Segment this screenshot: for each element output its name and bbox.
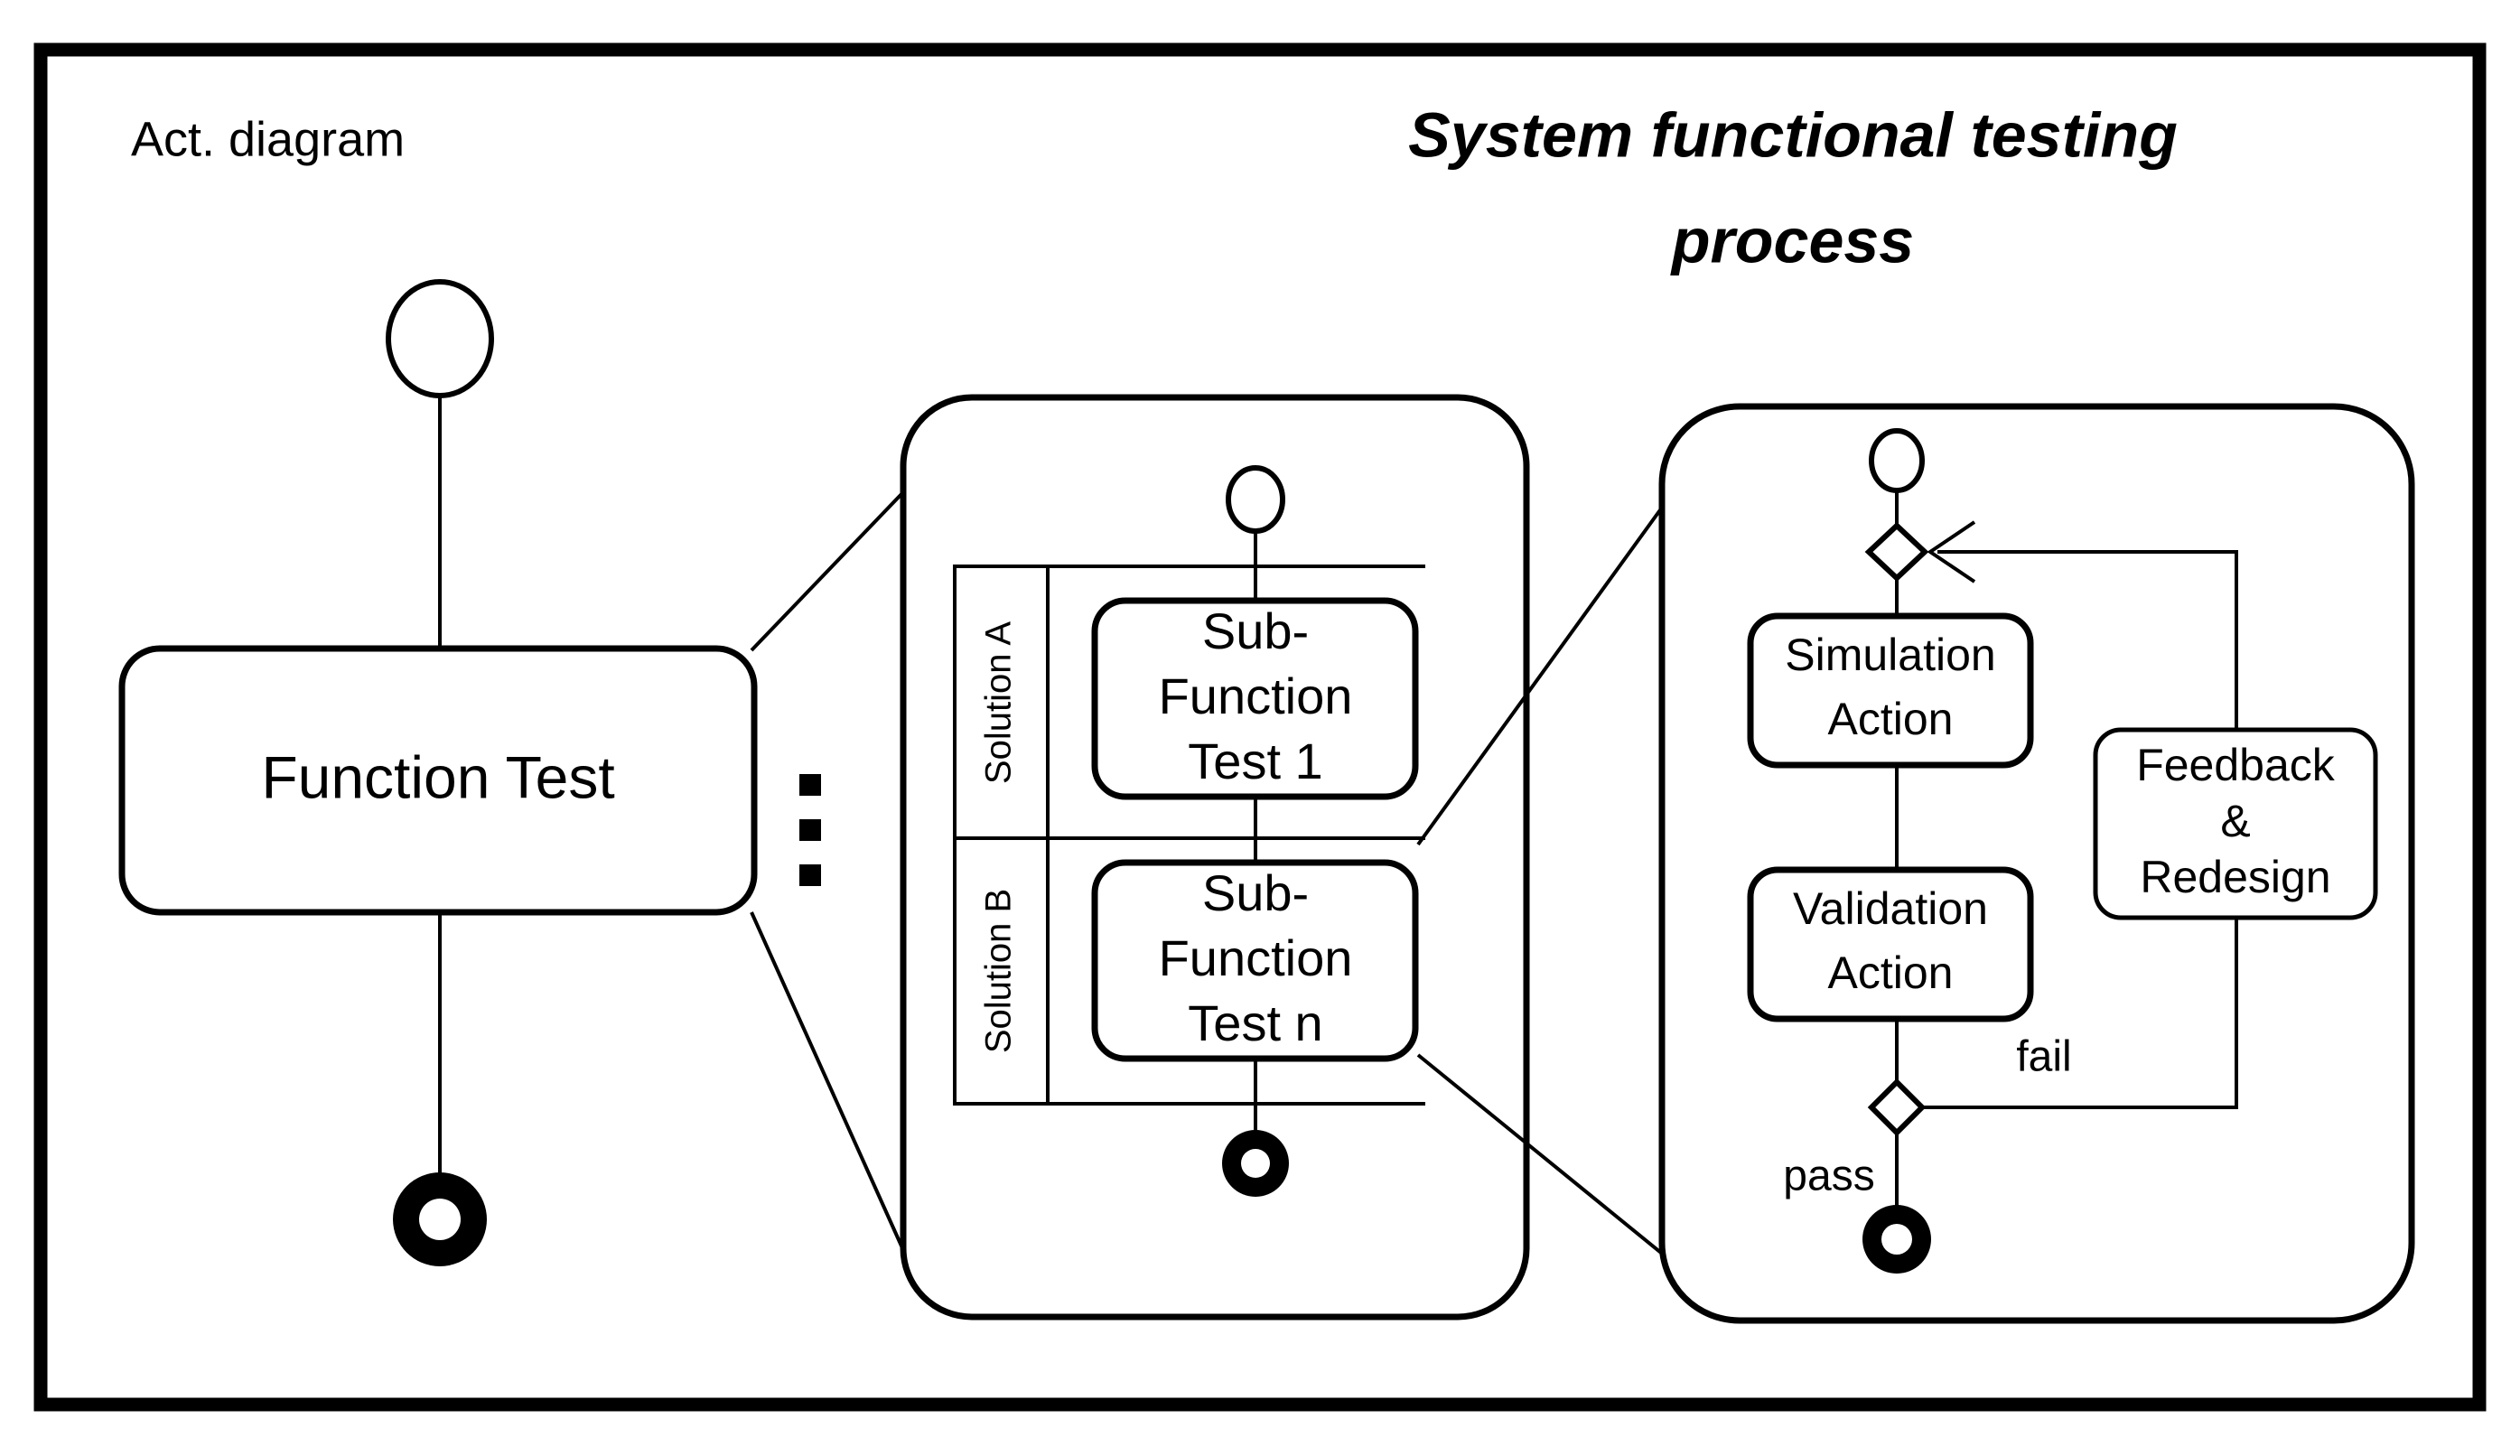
feedback-arrowhead-icon (1927, 520, 1976, 583)
feedback-redesign-node[interactable] (2093, 727, 2378, 920)
right-final-node-inner (1881, 1224, 1912, 1255)
sub-function-test-n-label-line-2: Function (1159, 929, 1353, 986)
feedback-redesign-label-line-1: Feedback (2136, 740, 2336, 790)
guard-label-fail: fail (2016, 1033, 2071, 1081)
page-title-line-1: System functional testing (1408, 99, 2178, 170)
validation-action-node[interactable] (1747, 866, 2034, 1022)
middle-panel-container (900, 394, 1530, 1321)
left-final-node-inner (419, 1199, 461, 1240)
leader-line-bottom-right (1416, 1053, 1677, 1266)
sub-function-test-1-label-line-3: Test 1 (1188, 733, 1322, 789)
leader-line-bottom-left (750, 911, 910, 1261)
feedback-redesign-label-line-3: Redesign (2140, 852, 2330, 902)
middle-final-node-inner (1241, 1149, 1270, 1178)
ellipsis-dot-2 (799, 819, 821, 841)
sub-function-test-1-label-line-1: Sub- (1202, 602, 1309, 659)
simulation-action-label-line-1: Simulation (1785, 630, 1995, 680)
sub-function-test-n-label-line-1: Sub- (1202, 864, 1309, 921)
lane-label-solution-b: Solution B (979, 889, 1019, 1053)
guard-label-pass: pass (1783, 1153, 1874, 1200)
simulation-action-node[interactable] (1747, 612, 2034, 769)
feedback-redesign-label-line-2: & (2220, 796, 2250, 846)
leader-line-top-right (1416, 499, 1668, 846)
right-initial-node (1869, 428, 1925, 493)
page-title-line-2: process (1670, 205, 1914, 275)
leader-line-top-left (750, 490, 905, 652)
sub-function-test-n-label-line-3: Test n (1188, 994, 1322, 1051)
function-test-label: Function Test (261, 743, 614, 810)
middle-initial-node (1226, 465, 1285, 534)
simulation-action-label-line-2: Action (1828, 694, 1954, 744)
validation-action-label-line-1: Validation (1793, 883, 1988, 934)
lane-label-solution-a: Solution A (979, 621, 1019, 784)
left-initial-node (386, 279, 494, 398)
section-label: Act. diagram (131, 112, 405, 166)
validation-action-label-line-2: Action (1828, 947, 1954, 998)
ellipsis-dot-3 (799, 864, 821, 886)
ellipsis-dot-1 (799, 774, 821, 796)
sub-function-test-1-label-line-2: Function (1159, 667, 1353, 724)
outer-frame (33, 42, 2487, 1412)
